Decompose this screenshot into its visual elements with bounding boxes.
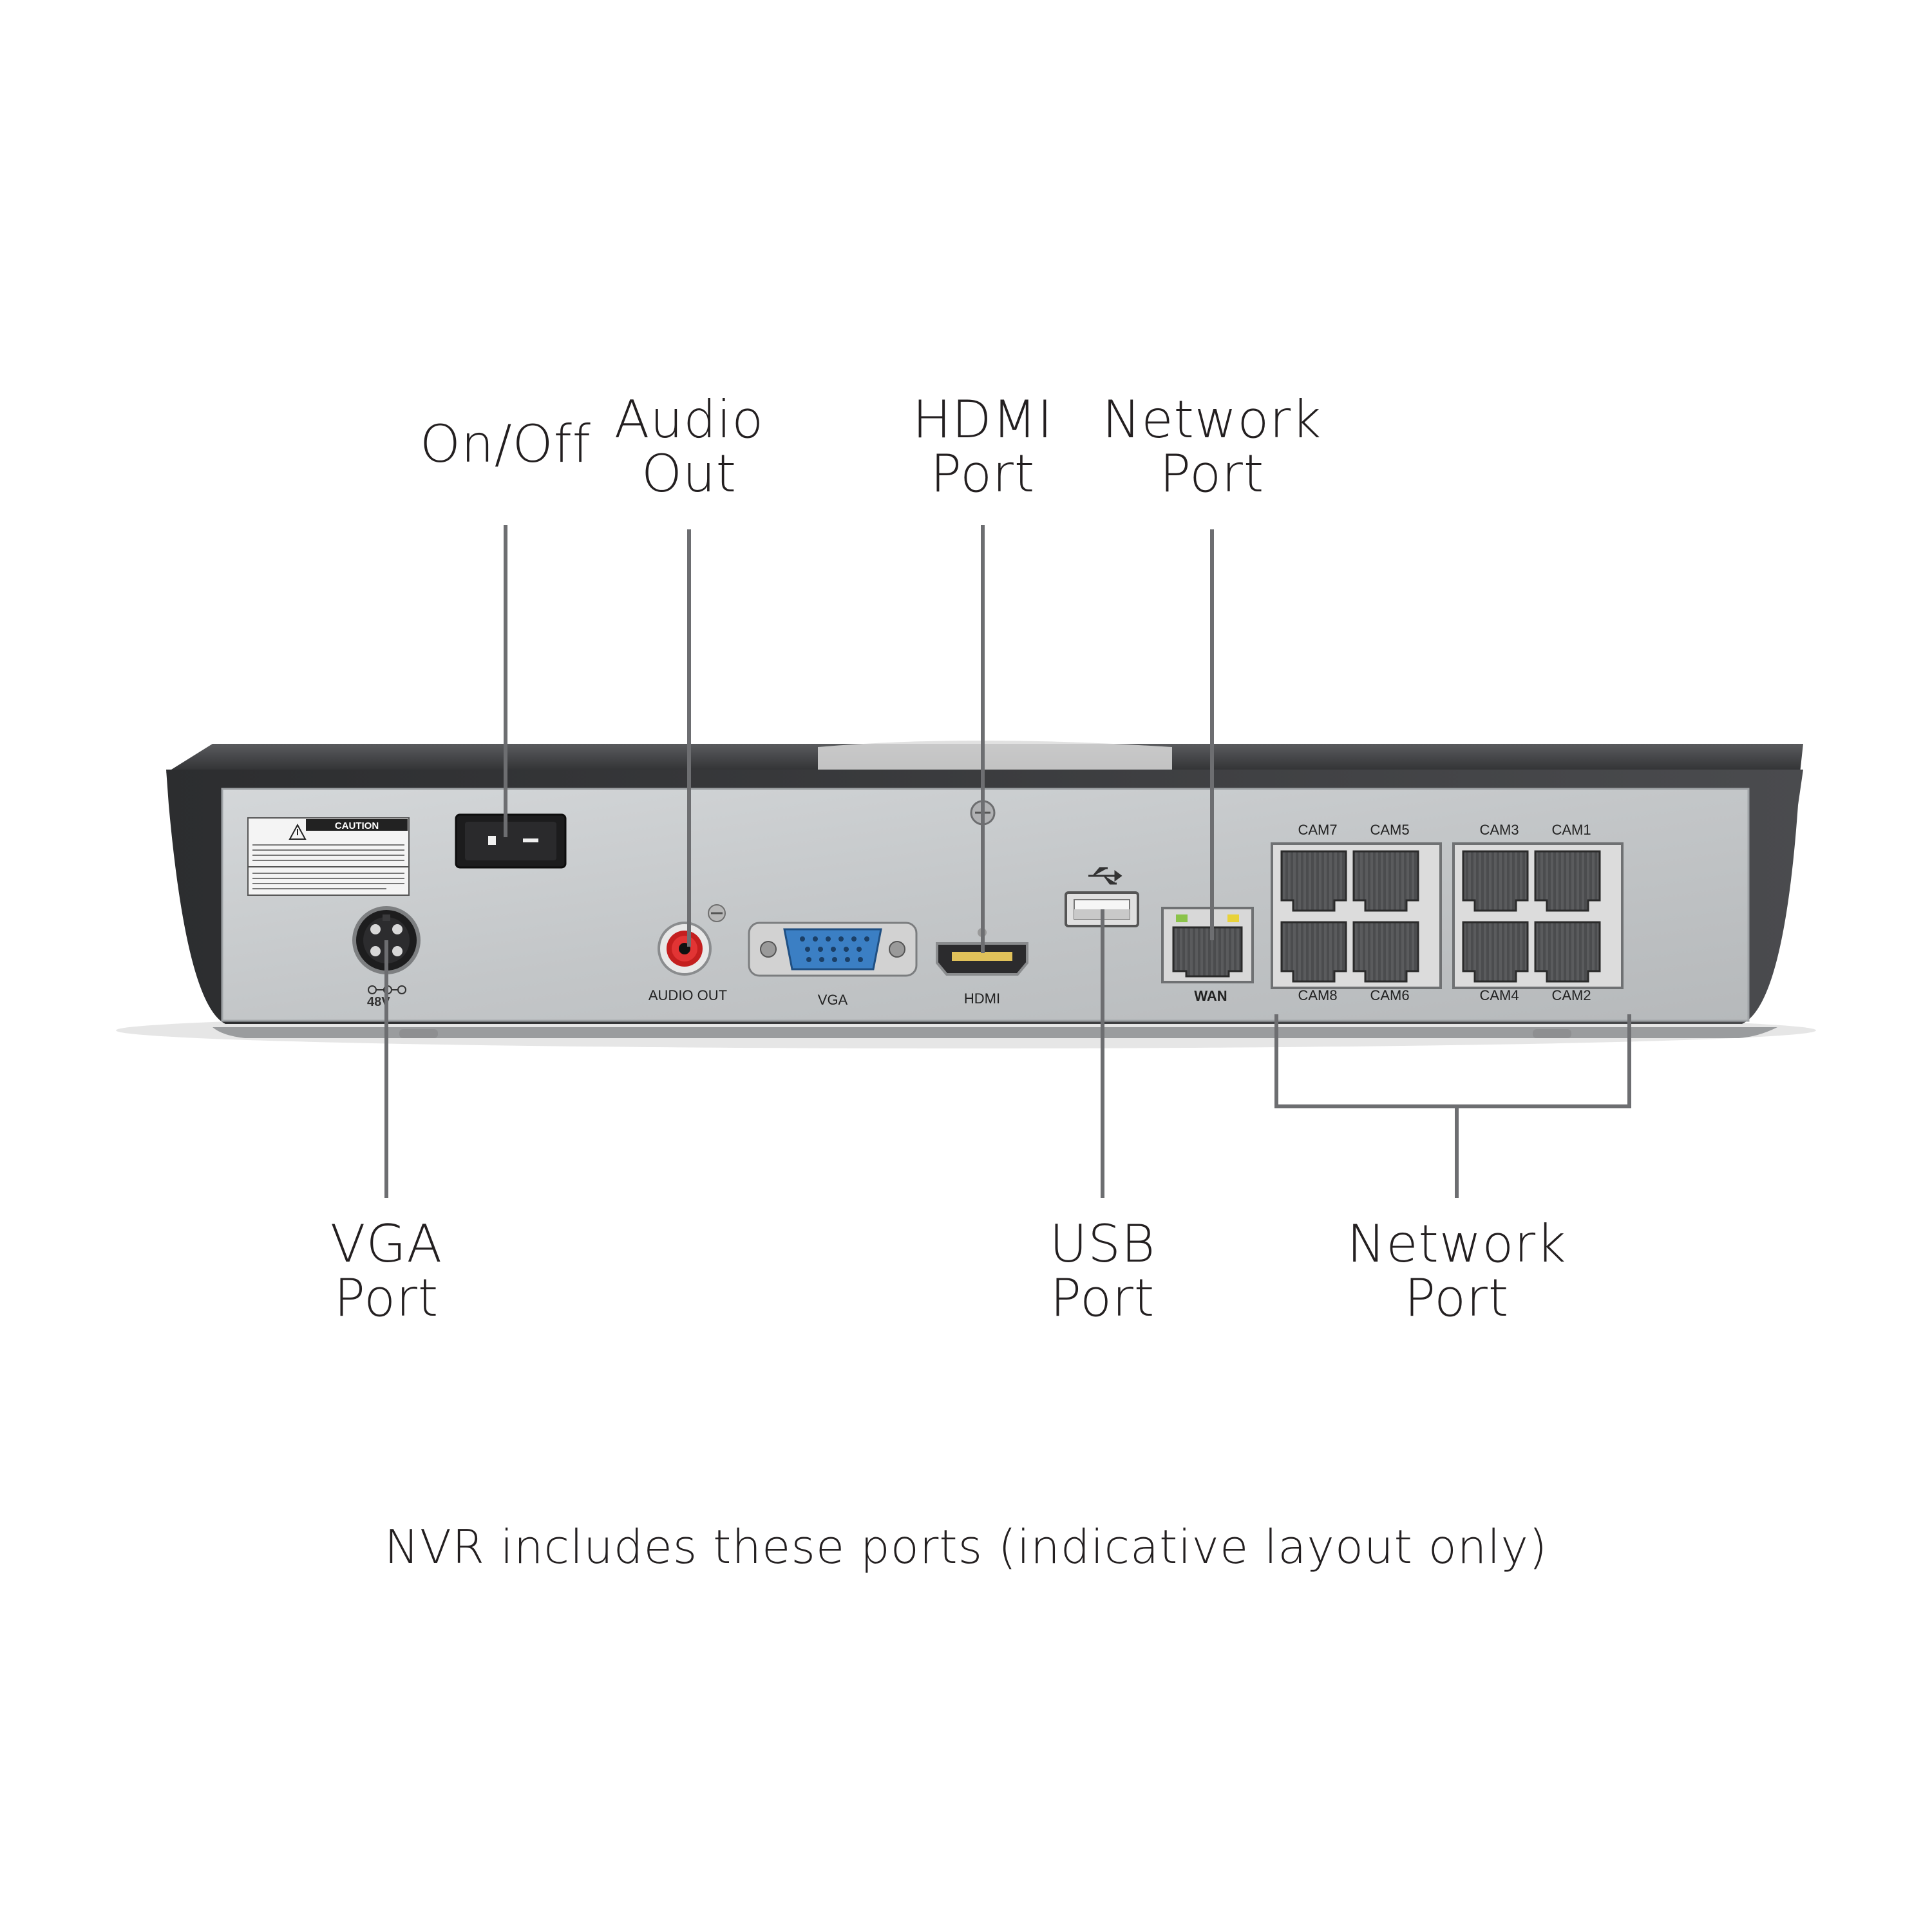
wan-led-yellow bbox=[1227, 914, 1239, 922]
usb-symbol-icon bbox=[1088, 867, 1122, 885]
vga-label: VGA bbox=[818, 992, 848, 1008]
camera-label-cam8: CAM8 bbox=[1298, 987, 1337, 1003]
callout-vga-port: VGA Port bbox=[290, 1217, 483, 1325]
caption: NVR includes these ports (indicative lay… bbox=[384, 1520, 1548, 1574]
leader-lines bbox=[384, 525, 1631, 1198]
callout-line: Network bbox=[1347, 1214, 1567, 1274]
camera-label-cam2: CAM2 bbox=[1551, 987, 1591, 1003]
hdmi-label: HDMI bbox=[964, 990, 1000, 1007]
caution-triangle-icon bbox=[289, 823, 307, 840]
camera-port-cam4[interactable] bbox=[1462, 921, 1529, 983]
callout-network-port-top: Network Port bbox=[1083, 393, 1341, 501]
callout-hdmi-port: HDMI Port bbox=[886, 393, 1079, 501]
hdmi-connector[interactable] bbox=[936, 928, 1028, 976]
foot-right bbox=[1533, 1029, 1571, 1038]
caution-text: CAUTION bbox=[335, 820, 379, 831]
callout-audio-out: Audio Out bbox=[592, 393, 786, 501]
callout-line: Port bbox=[1050, 1268, 1155, 1328]
callout-on-off: On/Off bbox=[409, 417, 602, 471]
camera-label-cam5: CAM5 bbox=[1370, 822, 1409, 838]
caution-label: CAUTION bbox=[247, 817, 410, 896]
callout-line: Network bbox=[1102, 390, 1322, 450]
callout-line: On/Off bbox=[420, 414, 591, 474]
callout-line: HDMI bbox=[912, 390, 1054, 450]
power-switch[interactable] bbox=[455, 813, 567, 869]
callout-line: Port bbox=[334, 1268, 439, 1328]
camera-labels-top: CAM7 CAM5 CAM3 CAM1 bbox=[1298, 822, 1591, 838]
camera-port-cam6[interactable] bbox=[1352, 921, 1419, 983]
callout-line: Port bbox=[1404, 1268, 1510, 1328]
camera-port-cam1[interactable] bbox=[1534, 850, 1601, 912]
camera-port-cam3[interactable] bbox=[1462, 850, 1529, 912]
callout-line: Out bbox=[641, 444, 737, 504]
chassis-top-highlight bbox=[818, 741, 1172, 776]
camera-port-cam7[interactable] bbox=[1280, 850, 1347, 912]
vga-pins bbox=[800, 936, 869, 962]
camera-label-cam6: CAM6 bbox=[1370, 987, 1409, 1003]
camera-label-cam7: CAM7 bbox=[1298, 822, 1337, 838]
wan-led-green bbox=[1176, 914, 1188, 922]
camera-label-cam3: CAM3 bbox=[1479, 822, 1519, 838]
callout-line: USB bbox=[1049, 1214, 1156, 1274]
audio-out-label: AUDIO OUT bbox=[649, 987, 727, 1003]
switch-on-mark bbox=[488, 836, 496, 845]
callout-line: VGA bbox=[330, 1214, 443, 1274]
bracket-network-bottom bbox=[1274, 1014, 1631, 1108]
camera-port-cam8[interactable] bbox=[1280, 921, 1347, 983]
vga-connector[interactable] bbox=[748, 922, 918, 977]
callout-network-port-bottom: Network Port bbox=[1328, 1217, 1586, 1325]
switch-off-mark bbox=[523, 838, 538, 842]
camera-label-cam4: CAM4 bbox=[1479, 987, 1519, 1003]
callout-line: Audio bbox=[614, 390, 764, 450]
wan-port[interactable] bbox=[1161, 907, 1254, 983]
camera-label-cam1: CAM1 bbox=[1551, 822, 1591, 838]
camera-port-cam2[interactable] bbox=[1534, 921, 1601, 983]
audio-out-port[interactable] bbox=[658, 922, 712, 976]
chassis-bottom-lip bbox=[213, 1027, 1777, 1038]
callout-line: Port bbox=[930, 444, 1036, 504]
foot-left bbox=[399, 1029, 438, 1038]
camera-port-cam5[interactable] bbox=[1352, 850, 1419, 912]
caution-fine-print bbox=[248, 844, 409, 889]
ground-screw-icon bbox=[708, 904, 726, 922]
wan-label: WAN bbox=[1194, 988, 1227, 1004]
camera-labels-bottom: CAM8 CAM6 CAM4 CAM2 bbox=[1298, 987, 1591, 1003]
callout-line: Port bbox=[1159, 444, 1265, 504]
camera-ports bbox=[1280, 850, 1601, 983]
callout-usb-port: USB Port bbox=[1006, 1217, 1199, 1325]
